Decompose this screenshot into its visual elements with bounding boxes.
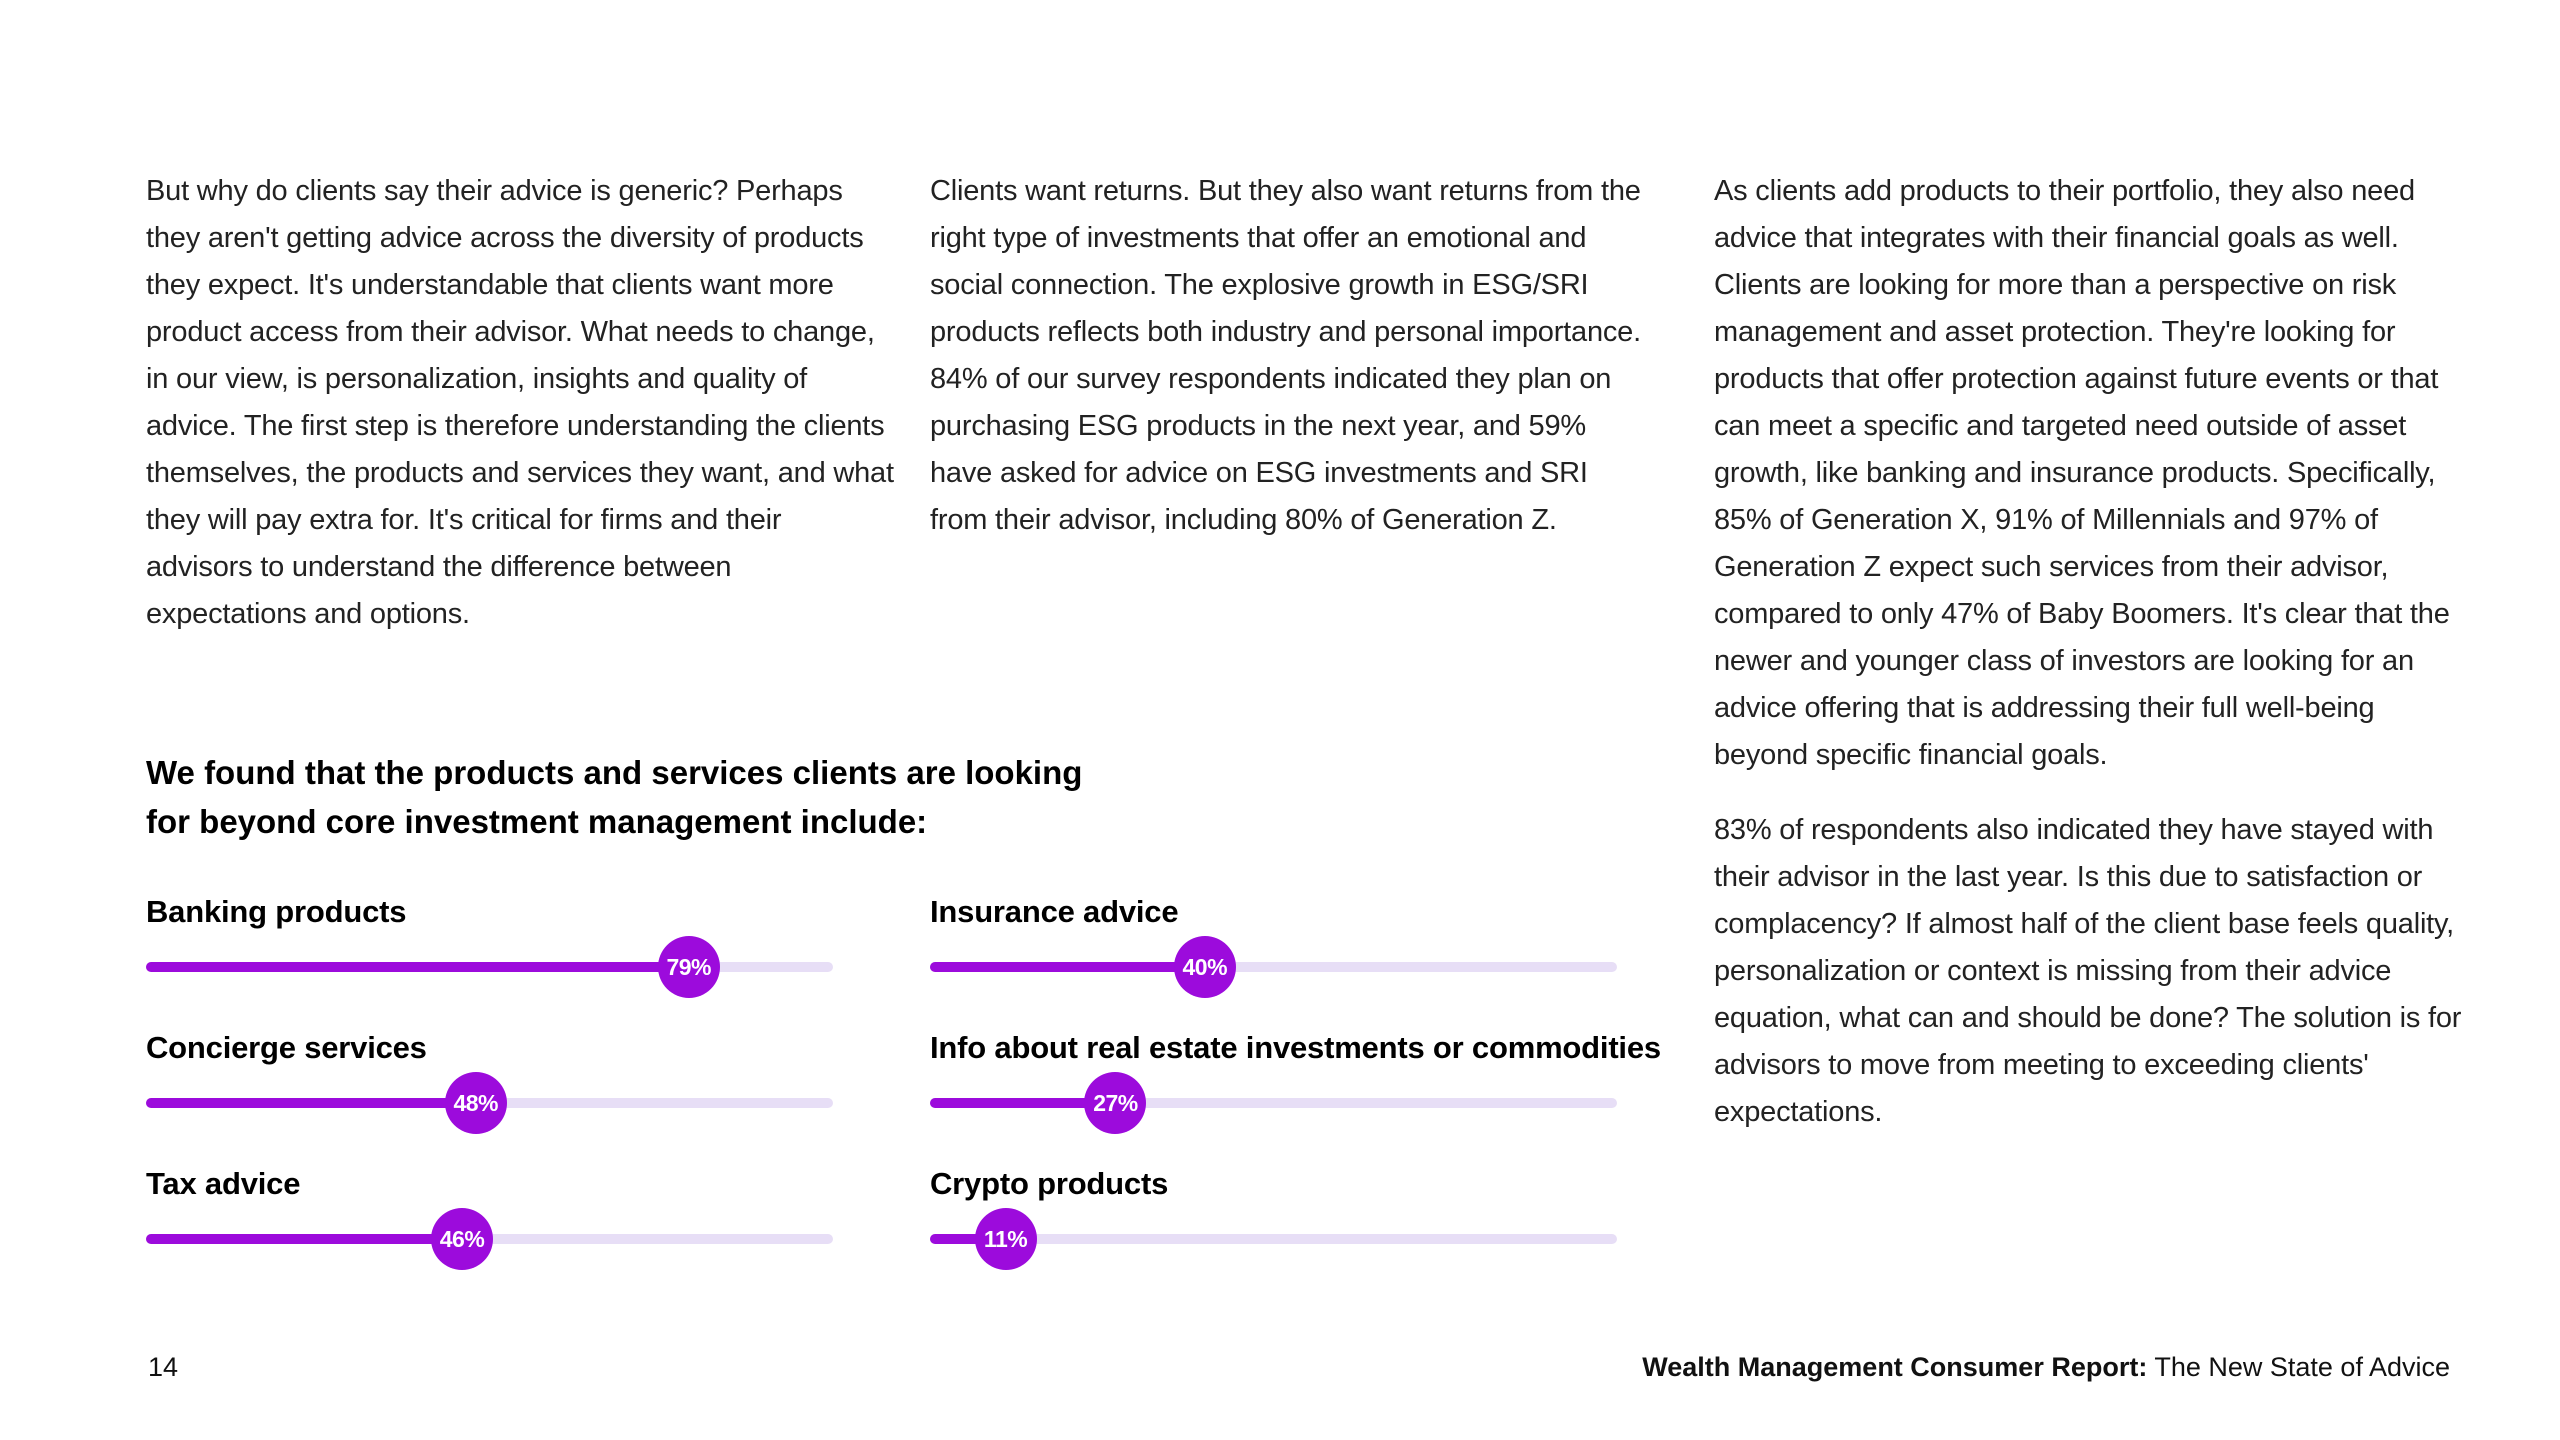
body-column-1: But why do clients say their advice is g… — [146, 168, 894, 638]
slider-knob: 11% — [974, 1208, 1037, 1270]
slider-fill — [930, 962, 1205, 972]
footer-report-title: Wealth Management Consumer Report: — [1642, 1352, 2148, 1382]
slider-fill — [930, 1098, 1116, 1108]
footer-report-subtitle: The New State of Advice — [2147, 1352, 2450, 1382]
slider-knob: 48% — [444, 1072, 507, 1134]
slider-column-left: Banking products 79% Concierge services 48%… — [146, 892, 833, 1300]
slider-value: 79% — [666, 953, 711, 980]
slider-knob: 46% — [431, 1208, 494, 1270]
slider-value: 27% — [1093, 1089, 1138, 1116]
slider-track: 27% — [930, 1072, 1617, 1134]
slider-label: Concierge services — [146, 1030, 427, 1065]
paragraph: 83% of respondents also indicated they h… — [1714, 814, 2462, 1128]
section-heading: We found that the products and services … — [146, 754, 1083, 840]
slider-track: 46% — [146, 1208, 833, 1270]
slider-value: 40% — [1182, 953, 1228, 980]
slider-label: Insurance advice — [930, 894, 1179, 929]
slider-crypto-products: Crypto products 11% — [930, 1164, 1617, 1300]
slider-value: 11% — [983, 1225, 1028, 1252]
footer: Wealth Management Consumer Report: The N… — [1642, 1352, 2450, 1383]
slider-banking-products: Banking products 79% — [146, 892, 833, 1028]
page-number: 14 — [148, 1352, 179, 1382]
slider-track: 11% — [930, 1208, 1617, 1270]
slider-label: Tax advice — [146, 1166, 301, 1201]
slider-info-about-real-estate-investments-or-commodities: Info about real estate investments or co… — [930, 1028, 1661, 1164]
slider-track: 40% — [930, 936, 1617, 998]
slider-value: 48% — [453, 1089, 499, 1116]
slider-fill — [146, 962, 689, 972]
slider-knob: 40% — [1173, 936, 1236, 998]
slider-knob: 27% — [1084, 1072, 1147, 1134]
slider-tax-advice: Tax advice 46% — [146, 1164, 833, 1300]
slider-label: Banking products — [146, 894, 407, 929]
slider-fill — [146, 1234, 463, 1244]
paragraph: As clients add products to their portfol… — [1714, 175, 2450, 771]
slider-fill — [930, 1234, 1006, 1244]
slider-knob: 79% — [657, 936, 720, 998]
slider-track: 48% — [146, 1072, 833, 1134]
slider-label: Crypto products — [930, 1166, 1169, 1201]
slider-track: 79% — [146, 936, 833, 998]
slider-label: Info about real estate investments or co… — [930, 1030, 1661, 1065]
slider-value: 46% — [439, 1225, 485, 1252]
paragraph: Clients want returns. But they also want… — [930, 175, 1641, 536]
paragraph: But why do clients say their advice is g… — [146, 175, 894, 630]
slider-fill — [146, 1098, 476, 1108]
body-column-3: As clients add products to their portfol… — [1714, 168, 2466, 1136]
body-column-2: Clients want returns. But they also want… — [930, 168, 1650, 544]
slider-concierge-services: Concierge services 48% — [146, 1028, 833, 1164]
